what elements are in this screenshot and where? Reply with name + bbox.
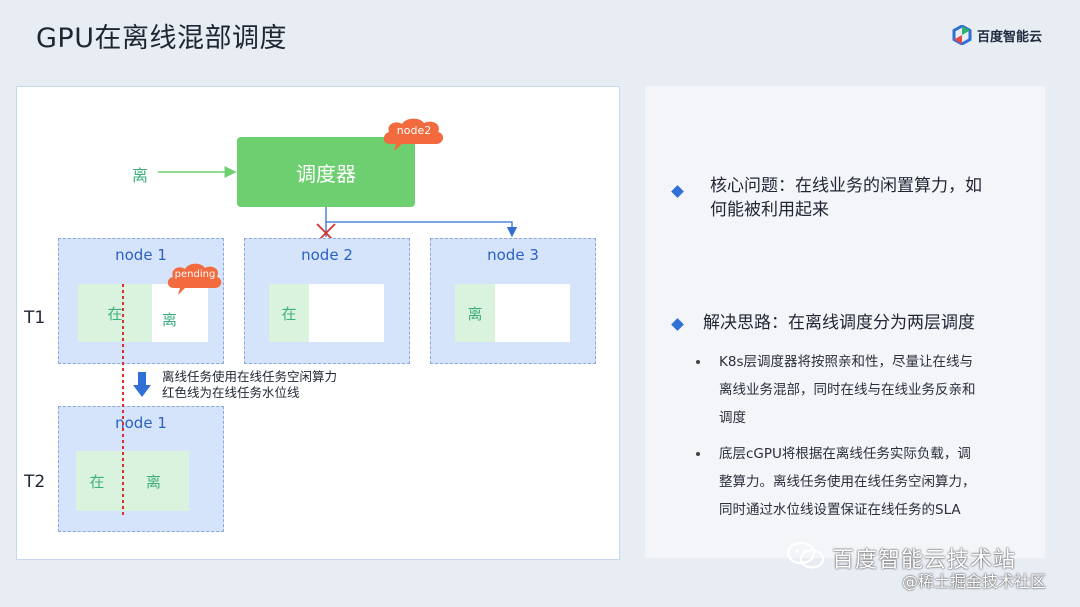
down-arrow-icon: [133, 372, 151, 397]
t2-offline-label: 离: [145, 472, 161, 491]
scheduler-label: 调度器: [296, 161, 356, 186]
node1-online-label: 在: [107, 304, 123, 323]
point2-line2: 整算力。离线任务使用在线任务空闲算力，: [719, 474, 976, 490]
logo-text: 百度智能云: [977, 29, 1043, 45]
node3-offline-slot: 离: [455, 284, 495, 342]
baidu-cloud-logo-icon: [952, 25, 972, 45]
point1-line3: 调度: [719, 410, 746, 426]
core-issue-line2: 何能被利用起来: [710, 200, 829, 220]
cloud-bubble-icon: [383, 118, 444, 151]
offline-input-label: 离: [132, 166, 149, 185]
watermark-sub: @稀土掘金技术社区: [902, 572, 1047, 591]
node2-title: node 2: [301, 246, 353, 264]
point2-line3: 同时通过水位线设置保证在线任务的SLA: [719, 502, 961, 518]
brand-logo: 百度智能云: [952, 23, 1042, 47]
point1-line1: K8s层调度器将按照亲和性，尽量让在线与: [719, 354, 973, 370]
t1-label: T1: [24, 308, 46, 328]
watermark-main: 百度智能云技术站: [832, 548, 1017, 573]
scheduler-box: 调度器: [237, 137, 415, 207]
point2-text: 底层cGPU将根据在离线任务实际负载，调 整算力。离线任务使用在线任务空闲算力，…: [719, 440, 1039, 524]
scheduler-to-node3-arrow: [326, 221, 518, 238]
node3-offline-label: 离: [467, 304, 483, 323]
pending-tag-label: pending: [174, 268, 216, 280]
t2-node1-title: node 1: [115, 414, 167, 432]
t2-online-slot: 在: [76, 451, 118, 511]
point2-bullet: [696, 452, 700, 456]
t2-offline-slot: 离: [118, 451, 189, 511]
cloud-bubble-icon: [167, 263, 222, 295]
node3-title: node 3: [487, 246, 539, 264]
node1-offline-label: 离: [162, 311, 178, 329]
explanation-panel: [645, 86, 1045, 558]
core-issue-line1: 核心问题：在线业务的闲置算力，如: [710, 176, 982, 196]
wechat-icon: [786, 541, 825, 569]
node1-pending-tag: pending: [165, 260, 225, 296]
node2-online-label: 在: [281, 304, 297, 323]
node1-online-slot: 在: [78, 284, 152, 342]
point1-line2: 离线业务混部，同时在线与在线业务反亲和: [719, 382, 976, 398]
point1-bullet: [696, 360, 700, 364]
transition-note-line2: 红色线为在线任务水位线: [162, 385, 300, 400]
transition-note: 离线任务使用在线任务空闲算力 红色线为在线任务水位线: [162, 369, 337, 401]
online-waterline: [122, 284, 124, 516]
scheduler-node2-tag: node2: [380, 114, 448, 152]
point1-text: K8s层调度器将按照亲和性，尽量让在线与 离线业务混部，同时在线与在线业务反亲和…: [719, 348, 1039, 432]
solution-text: 解决思路：在离线调度分为两层调度: [703, 313, 975, 333]
t2-online-label: 在: [89, 472, 105, 491]
node1-title: node 1: [115, 246, 167, 264]
slide-title: GPU在离线混部调度: [36, 23, 287, 54]
core-issue-text: 核心问题：在线业务的闲置算力，如 何能被利用起来: [710, 174, 1020, 222]
node2-online-slot: 在: [269, 284, 309, 342]
t2-label: T2: [24, 472, 46, 492]
scheduler-tag-label: node2: [396, 123, 432, 137]
point2-line1: 底层cGPU将根据在离线任务实际负载，调: [719, 446, 971, 462]
transition-note-line1: 离线任务使用在线任务空闲算力: [162, 369, 338, 384]
